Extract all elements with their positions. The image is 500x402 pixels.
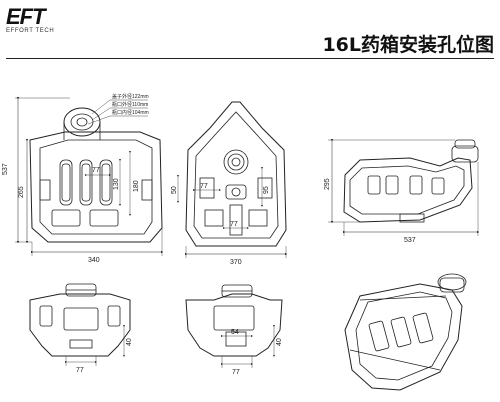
rear-view-outline bbox=[185, 293, 283, 357]
front-view bbox=[29, 283, 131, 366]
dim-bottom-small-left: 77 bbox=[200, 183, 208, 190]
dim-top-width: 340 bbox=[88, 257, 100, 264]
dim-bottom-left-height: 50 bbox=[171, 186, 178, 194]
top-view-inner bbox=[39, 139, 153, 235]
top-slot-left bbox=[59, 159, 73, 206]
note-neck-od: 瓶口外径110mm bbox=[112, 101, 148, 108]
dim-front-height: 40 bbox=[126, 338, 133, 346]
iso-cap bbox=[437, 273, 467, 291]
side-filler bbox=[451, 145, 479, 163]
dim-bottom-center-width: 77 bbox=[230, 221, 238, 228]
title-divider bbox=[6, 58, 494, 59]
dim-bottom-width: 370 bbox=[230, 259, 242, 266]
dim-front-width: 77 bbox=[76, 367, 84, 374]
dim-side-height: 295 bbox=[324, 178, 331, 190]
isometric-view bbox=[344, 273, 467, 391]
drain-outlet bbox=[223, 149, 249, 175]
note-cap-od: 盖子外径122mm bbox=[112, 93, 149, 100]
bottom-view bbox=[177, 101, 288, 258]
dim-bottom-right-height: 95 bbox=[263, 186, 270, 194]
side-view bbox=[328, 138, 480, 236]
top-slot-right bbox=[99, 159, 113, 206]
dim-side-length: 537 bbox=[404, 237, 416, 244]
page-title: 16L药箱安装孔位图 bbox=[322, 34, 494, 56]
dim-rear-width: 77 bbox=[232, 369, 240, 376]
dim-top-slot-height: 130 bbox=[113, 178, 120, 190]
dim-top-side-height: 180 bbox=[133, 180, 140, 192]
note-neck-id: 瓶口内径104mm bbox=[112, 109, 149, 116]
dimension-labels: 盖子外径122mm 瓶口外径110mm 瓶口内径104mm 537 265 34… bbox=[2, 93, 416, 376]
bottom-view-outline bbox=[185, 101, 287, 247]
rear-view bbox=[185, 284, 283, 368]
front-view-outline bbox=[29, 293, 131, 357]
iso-outline bbox=[344, 283, 463, 391]
dim-top-lower-height: 265 bbox=[18, 186, 25, 198]
dim-top-height: 537 bbox=[2, 163, 9, 175]
logo-text: EFT bbox=[6, 4, 46, 29]
dim-rear-height: 40 bbox=[276, 338, 283, 346]
side-view-outline bbox=[343, 157, 473, 223]
logo-subtext: EFFORT TECH bbox=[6, 28, 55, 34]
top-view bbox=[15, 96, 164, 256]
dim-top-slot-width: 77 bbox=[92, 167, 100, 174]
top-slot-center bbox=[79, 159, 93, 206]
dim-rear-slot: 54 bbox=[231, 329, 239, 336]
